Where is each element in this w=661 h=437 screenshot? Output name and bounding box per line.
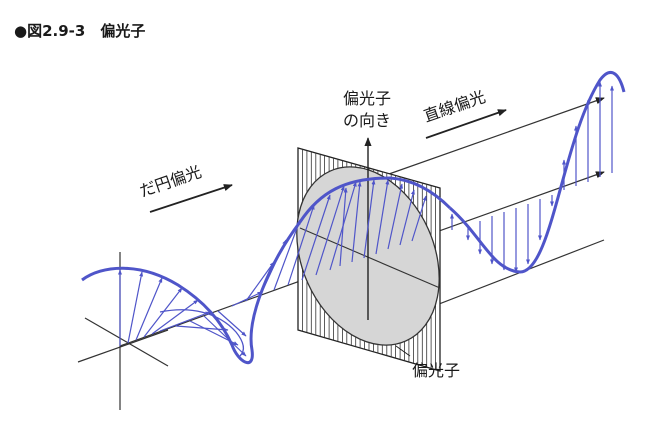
elliptical-wave-curve bbox=[81, 176, 452, 365]
elliptical-wave-curve-back bbox=[159, 309, 245, 357]
field-vector-arrow bbox=[135, 277, 163, 341]
figure-title: ●図2.9-3 偏光子 bbox=[14, 22, 145, 40]
elliptical-polarization-label: だ円偏光 bbox=[137, 162, 204, 201]
field-vector-arrow bbox=[151, 299, 199, 335]
field-vector-arrow bbox=[315, 185, 345, 276]
polarizer-direction-label-line2: の向き bbox=[343, 111, 391, 130]
field-vector-arrow bbox=[159, 311, 211, 332]
field-vector-arrow bbox=[127, 271, 144, 344]
field-vector-arrow bbox=[175, 325, 229, 332]
polarizer-label: 偏光子 bbox=[412, 361, 460, 380]
field-vector-arrow bbox=[287, 204, 315, 286]
field-vector-arrow bbox=[363, 179, 376, 259]
field-vector-arrow bbox=[301, 194, 331, 281]
field-vector-arrow bbox=[399, 189, 415, 246]
field-vector-arrow bbox=[245, 261, 275, 302]
linear-polarization-direction-arrow bbox=[425, 109, 507, 139]
field-vector-arrow bbox=[339, 187, 348, 267]
field-vector-arrow bbox=[387, 183, 404, 250]
field-vector-arrow bbox=[351, 181, 362, 263]
polarizer-label-leader bbox=[395, 345, 411, 357]
field-vector-arrow bbox=[217, 310, 247, 337]
field-vector-arrow bbox=[375, 179, 390, 255]
elliptical-polarization-direction-arrow bbox=[149, 184, 233, 213]
field-vector-arrow bbox=[203, 315, 247, 357]
linear-wave-curve bbox=[449, 71, 626, 274]
field-vector-arrow bbox=[273, 219, 301, 291]
field-vector-arrow bbox=[143, 287, 183, 338]
polarizer-direction-label-line1: 偏光子 bbox=[343, 89, 391, 108]
field-vector-arrow bbox=[411, 195, 427, 242]
